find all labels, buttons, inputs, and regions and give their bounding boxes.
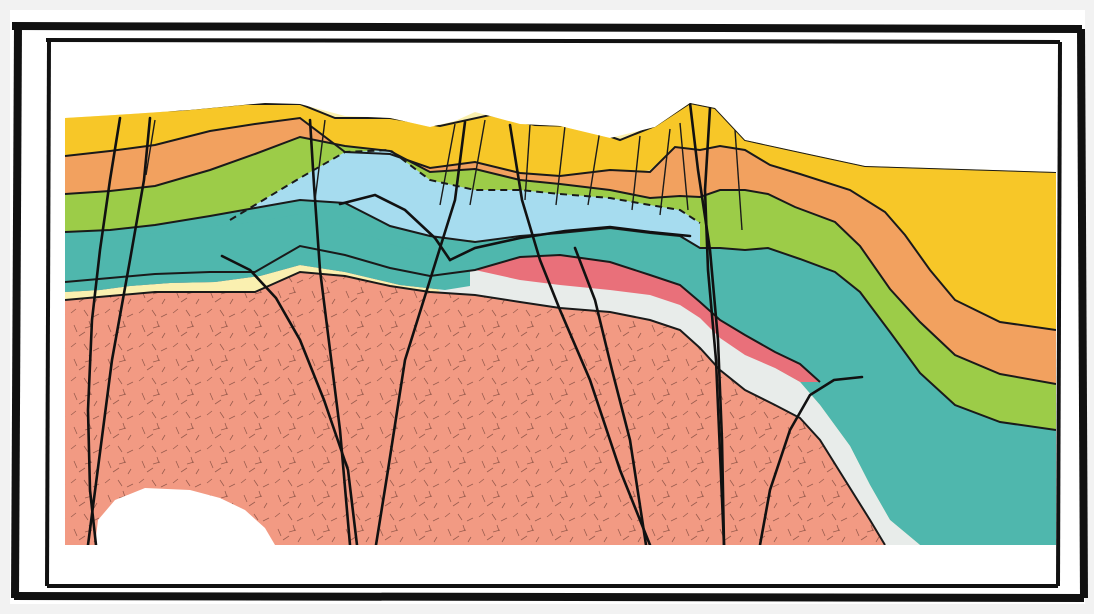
cross-section-layers: [65, 100, 1060, 550]
